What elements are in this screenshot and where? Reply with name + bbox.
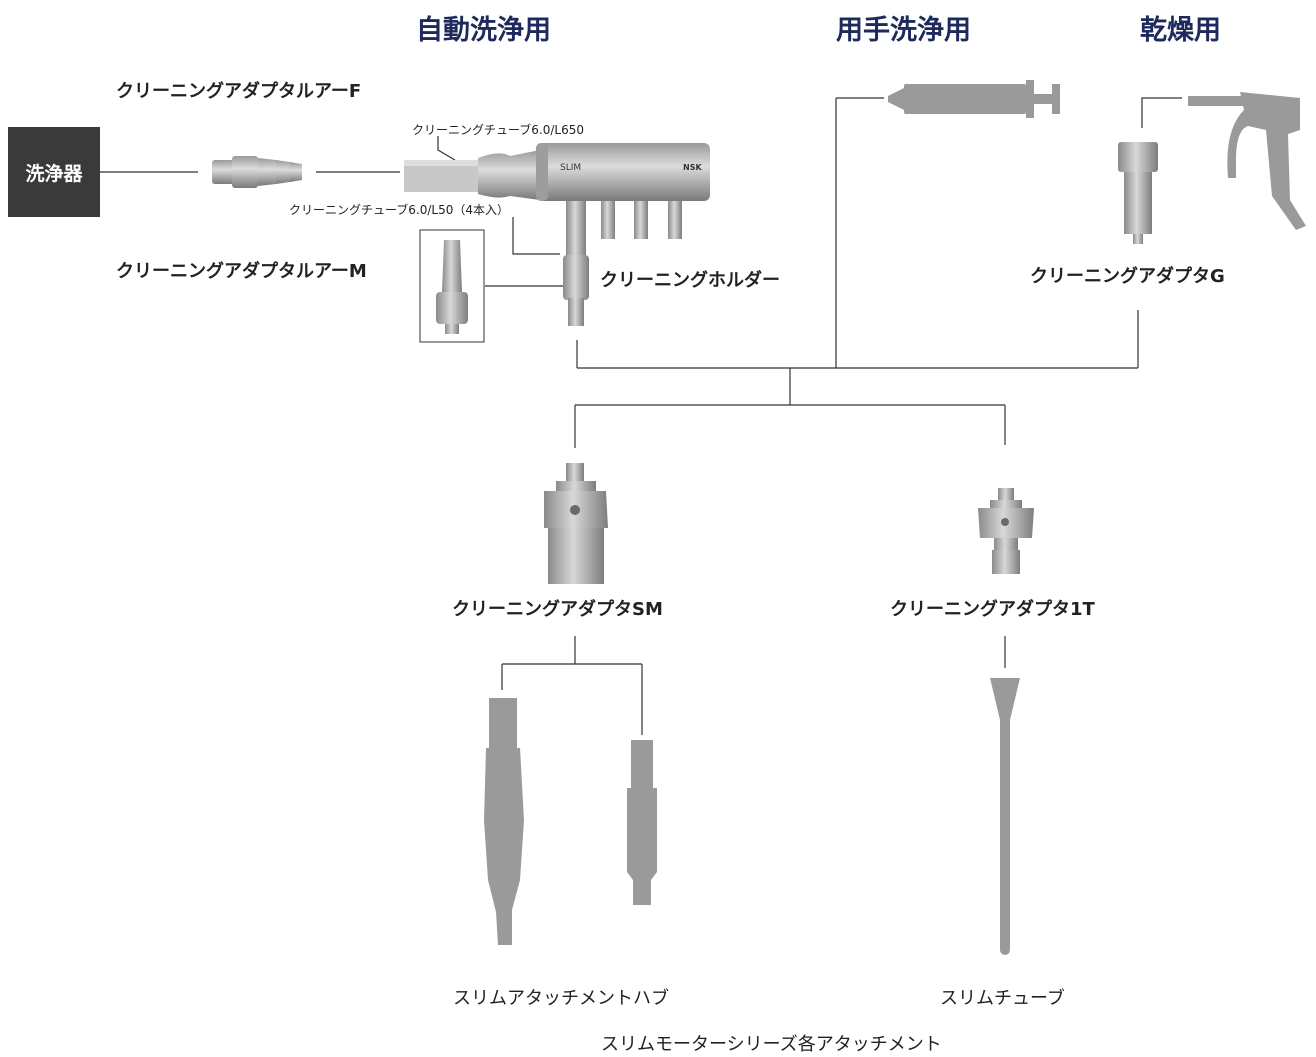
label-adapter-1t: クリーニングアダプタ1T [890, 599, 1095, 620]
syringe-graphic [888, 80, 1060, 118]
header-manual-wash: 用手洗浄用 [836, 15, 971, 46]
connector-lines [100, 97, 1182, 735]
holder-graphic: SLIM NSK [536, 143, 710, 326]
adapter-m-graphic [419, 229, 485, 343]
holder-marking-right: NSK [683, 163, 702, 172]
adapter-sm-graphic [544, 463, 608, 584]
adapter-g-graphic [1118, 142, 1158, 244]
adapter-1t-graphic [978, 488, 1034, 574]
header-drying: 乾燥用 [1140, 15, 1221, 46]
label-adapter-f: クリーニングアダプタルアーF [116, 81, 362, 102]
slim-tube-graphic [990, 678, 1020, 955]
label-series: スリムモーターシリーズ各アタッチメント [601, 1034, 942, 1055]
holder-marking-left: SLIM [560, 163, 581, 173]
label-adapter-sm: クリーニングアダプタSM [452, 599, 663, 620]
label-adapter-m: クリーニングアダプタルアーM [116, 261, 367, 282]
washer-box: 洗浄器 [8, 127, 100, 217]
washer-label: 洗浄器 [25, 162, 83, 185]
label-adapter-g: クリーニングアダプタG [1030, 266, 1225, 287]
tube-650-graphic [404, 150, 540, 200]
label-tube-50: クリーニングチューブ6.0/L50（4本入） [289, 203, 509, 217]
label-holder: クリーニングホルダー [600, 270, 780, 291]
label-hub: スリムアタッチメントハブ [453, 988, 669, 1009]
label-slim-tube: スリムチューブ [940, 988, 1065, 1009]
hub-graphic [484, 698, 657, 945]
adapter-f-graphic [212, 156, 302, 188]
label-tube-650: クリーニングチューブ6.0/L650 [412, 123, 584, 137]
header-auto-wash: 自動洗浄用 [416, 15, 551, 46]
air-gun-graphic [1188, 92, 1306, 230]
